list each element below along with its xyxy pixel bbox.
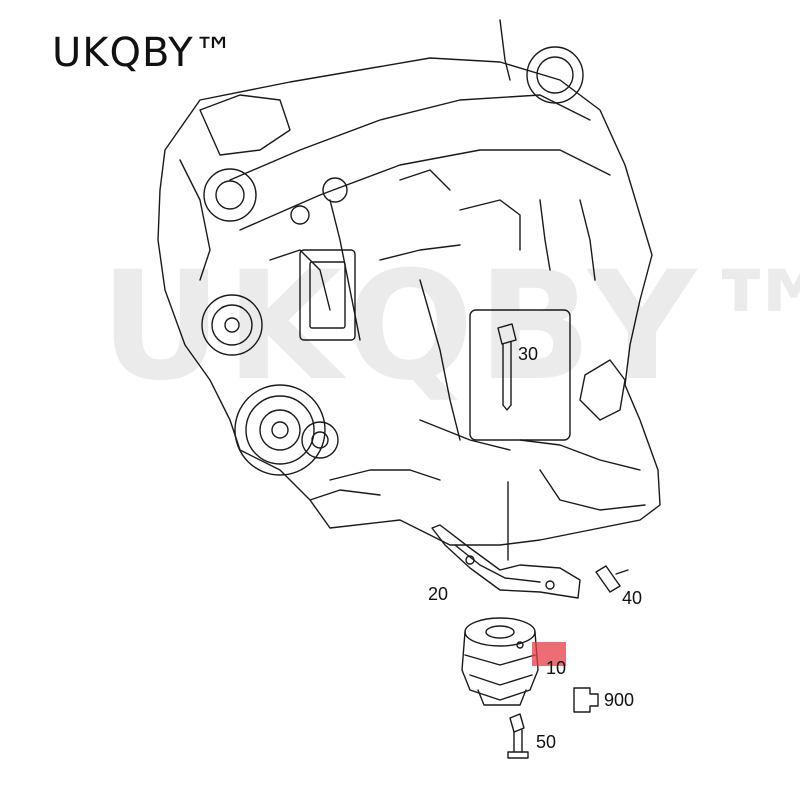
brand-logo-text: UKQBY™ — [52, 30, 235, 76]
callout-30: 30 — [518, 344, 539, 364]
callout-50: 50 — [536, 732, 557, 752]
highlight-marker — [532, 642, 566, 666]
callout-20: 20 — [428, 584, 449, 604]
bolt-50 — [507, 713, 529, 759]
bolt-30 — [497, 323, 517, 411]
watermark-text: UKQBY™ — [100, 240, 800, 414]
engine-mount-10 — [461, 617, 539, 706]
callout-40: 40 — [622, 588, 643, 608]
engine-block — [157, 19, 661, 546]
bolt-40 — [595, 565, 629, 593]
callout-900: 900 — [604, 690, 635, 710]
callout-10: 10 — [546, 658, 567, 678]
pulleys — [201, 168, 339, 476]
connector-900 — [573, 687, 599, 713]
bracket-20 — [431, 524, 581, 599]
